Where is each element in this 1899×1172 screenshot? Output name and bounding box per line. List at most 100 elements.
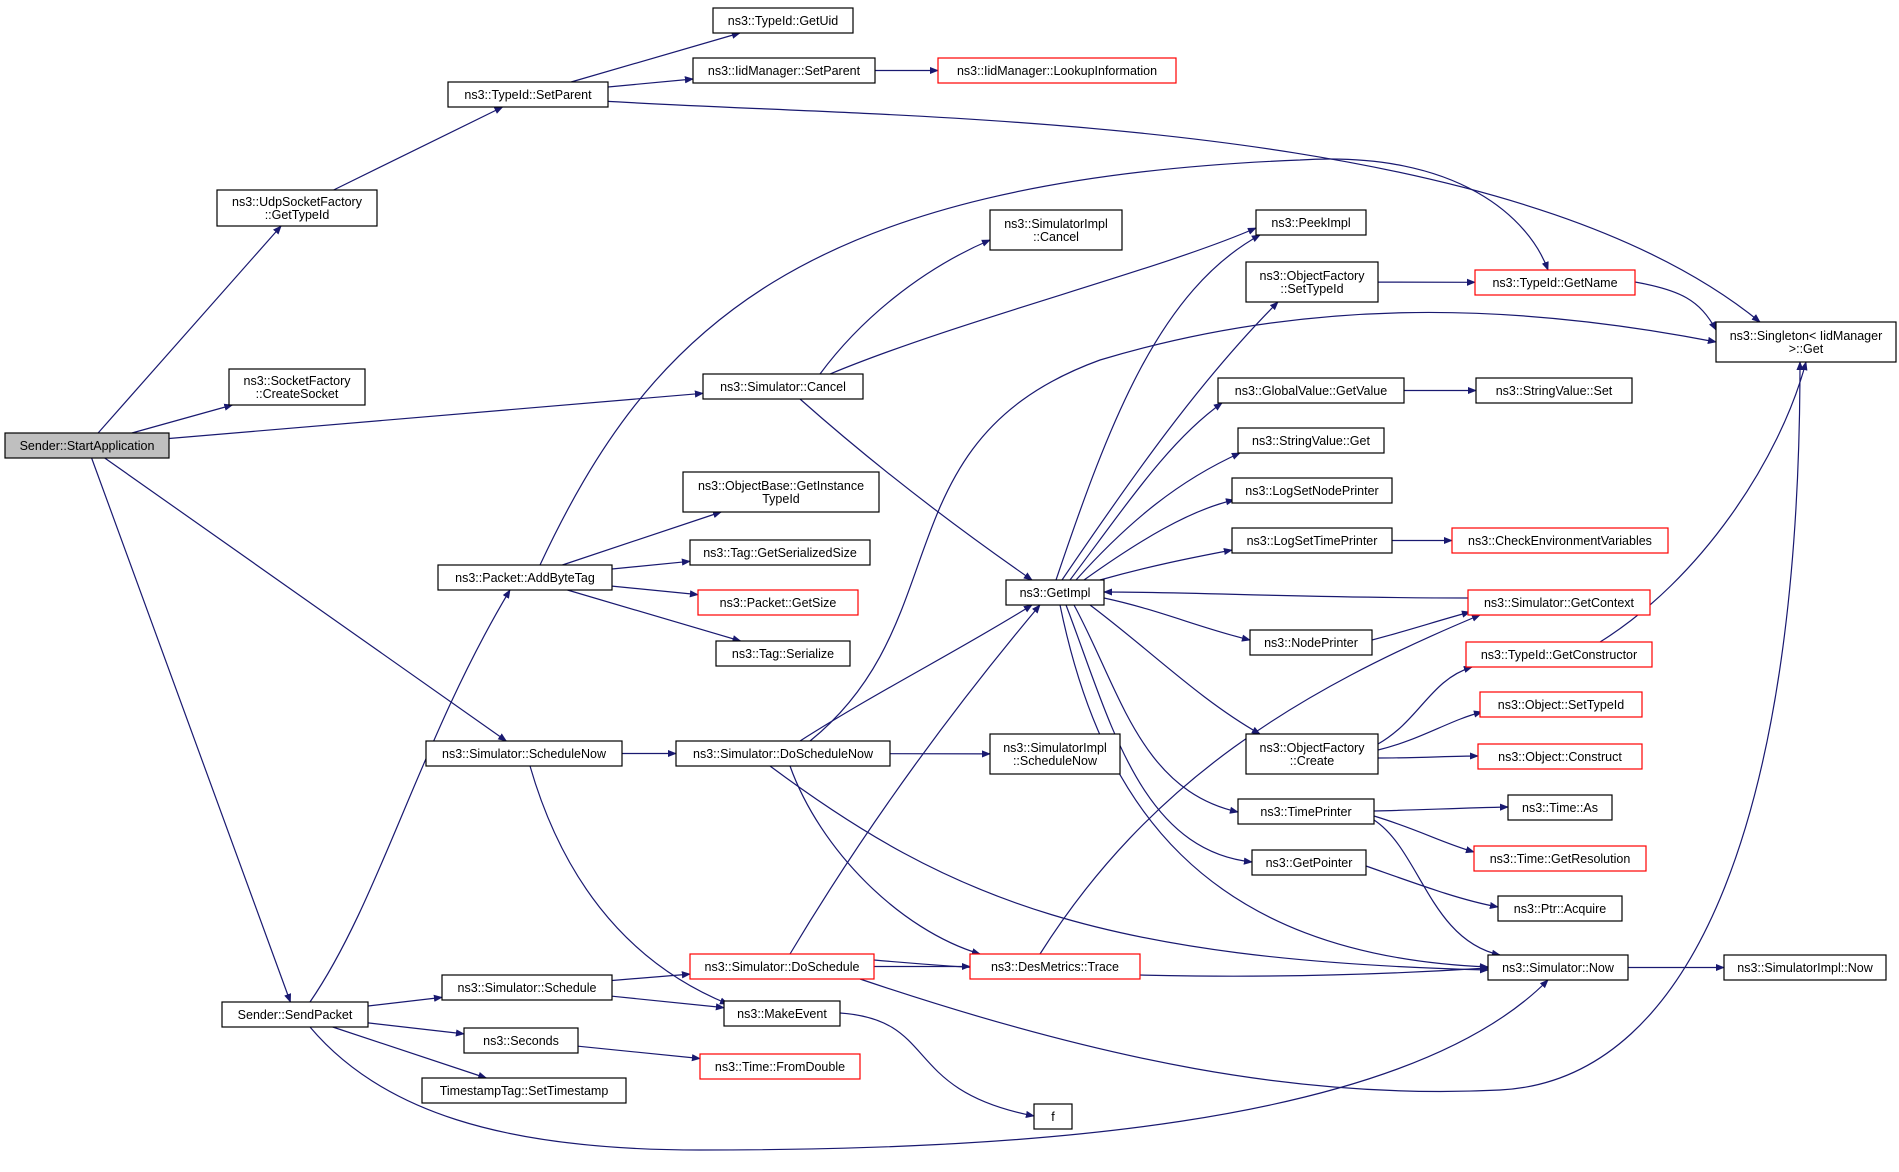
node-dosched[interactable]: ns3::Simulator::DoSchedule <box>689 953 875 980</box>
node-box-getinsttypeid <box>682 471 880 513</box>
node-setparent[interactable]: ns3::TypeId::SetParent <box>447 81 609 108</box>
node-getctor[interactable]: ns3::TypeId::GetConstructor <box>1465 641 1653 668</box>
node-box-start <box>4 432 170 459</box>
edge-setparent-to-singleton <box>602 100 1761 323</box>
node-label-sockf-1: ::CreateSocket <box>256 387 339 401</box>
node-box-taggetser <box>689 539 871 566</box>
node-box-singleton <box>1715 321 1897 363</box>
node-gvgetvalue[interactable]: ns3::GlobalValue::GetValue <box>1217 377 1405 404</box>
node-box-f <box>1033 1103 1073 1130</box>
node-addbytetag[interactable]: ns3::Packet::AddByteTag <box>437 564 613 591</box>
node-label-logsetnode-0: ns3::LogSetNodePrinter <box>1245 484 1378 498</box>
node-ptracquire[interactable]: ns3::Ptr::Acquire <box>1497 895 1623 922</box>
node-timeas[interactable]: ns3::Time::As <box>1507 794 1613 821</box>
node-ofsettypeid[interactable]: ns3::ObjectFactory::SetTypeId <box>1245 261 1379 303</box>
node-box-setparent <box>447 81 609 108</box>
node-label-getinsttypeid-0: ns3::ObjectBase::GetInstance <box>698 479 864 493</box>
node-label-timeas-0: ns3::Time::As <box>1522 801 1598 815</box>
node-box-settimestamp <box>421 1077 627 1104</box>
node-label-makeevent-0: ns3::MakeEvent <box>737 1007 827 1021</box>
node-simschedule[interactable]: ns3::Simulator::Schedule <box>441 974 613 1001</box>
node-timeprinter[interactable]: ns3::TimePrinter <box>1237 798 1375 825</box>
node-makeevent[interactable]: ns3::MakeEvent <box>723 1000 841 1027</box>
node-label-udp-1: ::GetTypeId <box>265 208 330 222</box>
node-logsetnode[interactable]: ns3::LogSetNodePrinter <box>1231 477 1393 504</box>
node-start[interactable]: Sender::StartApplication <box>4 432 170 459</box>
node-lookupinfo[interactable]: ns3::IidManager::LookupInformation <box>937 57 1177 84</box>
node-seconds[interactable]: ns3::Seconds <box>463 1027 579 1054</box>
node-label-peekimpl-0: ns3::PeekImpl <box>1271 216 1350 230</box>
edge-nodeprinter-to-simgetctx <box>1371 610 1471 641</box>
node-box-ptracquire <box>1497 895 1623 922</box>
edge-addbytetag-to-packetgetsize <box>611 585 699 598</box>
node-simnow[interactable]: ns3::Simulator::Now <box>1487 954 1629 981</box>
node-box-logsetnode <box>1231 477 1393 504</box>
node-implcancel[interactable]: ns3::SimulatorImpl::Cancel <box>989 209 1123 251</box>
node-box-timeas <box>1507 794 1613 821</box>
node-settimestamp[interactable]: TimestampTag::SetTimestamp <box>421 1077 627 1104</box>
node-checkenv[interactable]: ns3::CheckEnvironmentVariables <box>1451 527 1669 554</box>
node-schednow[interactable]: ns3::Simulator::ScheduleNow <box>425 740 623 767</box>
node-doschednow[interactable]: ns3::Simulator::DoScheduleNow <box>675 740 891 767</box>
edge-start-to-udp <box>97 225 282 434</box>
node-fromdouble[interactable]: ns3::Time::FromDouble <box>699 1053 861 1080</box>
node-packetgetsize[interactable]: ns3::Packet::GetSize <box>697 589 859 616</box>
node-destrace[interactable]: ns3::DesMetrics::Trace <box>969 953 1141 980</box>
node-label-getpointer-0: ns3::GetPointer <box>1266 856 1353 870</box>
node-box-getimpl <box>1005 579 1105 606</box>
node-box-sendpacket <box>221 1001 369 1028</box>
node-timegetres[interactable]: ns3::Time::GetResolution <box>1473 845 1647 872</box>
node-sockf[interactable]: ns3::SocketFactory::CreateSocket <box>228 368 366 406</box>
node-label-getimpl-0: ns3::GetImpl <box>1020 586 1091 600</box>
node-getpointer[interactable]: ns3::GetPointer <box>1251 849 1367 876</box>
edge-getimpl-to-gvgetvalue <box>1069 402 1223 581</box>
node-svget[interactable]: ns3::StringValue::Get <box>1237 427 1385 454</box>
node-ofcreate[interactable]: ns3::ObjectFactory::Create <box>1245 733 1379 775</box>
edge-makeevent-to-f <box>839 1012 1035 1118</box>
edge-getimpl-to-getpointer <box>1065 604 1253 865</box>
node-box-objconstruct <box>1477 743 1643 770</box>
node-implschednow[interactable]: ns3::SimulatorImpl::ScheduleNow <box>989 733 1121 775</box>
edge-simcancel-to-getimpl <box>799 398 1033 581</box>
node-tagserialize[interactable]: ns3::Tag::Serialize <box>715 640 851 667</box>
node-getimpl[interactable]: ns3::GetImpl <box>1005 579 1105 606</box>
node-label-implschednow-0: ns3::SimulatorImpl <box>1003 741 1107 755</box>
node-taggetser[interactable]: ns3::Tag::GetSerializedSize <box>689 539 871 566</box>
node-getuid[interactable]: ns3::TypeId::GetUid <box>712 7 854 34</box>
node-label-implschednow-1: ::ScheduleNow <box>1013 754 1098 768</box>
edge-addbytetag-to-taggetser <box>611 558 691 570</box>
node-label-nodeprinter-0: ns3::NodePrinter <box>1264 636 1358 650</box>
node-box-implnow <box>1723 954 1887 981</box>
node-box-ofsettypeid <box>1245 261 1379 303</box>
node-box-simgetctx <box>1467 589 1651 616</box>
node-nodeprinter[interactable]: ns3::NodePrinter <box>1249 629 1373 656</box>
node-logsettime[interactable]: ns3::LogSetTimePrinter <box>1231 527 1393 554</box>
node-udp[interactable]: ns3::UdpSocketFactory::GetTypeId <box>216 189 378 227</box>
node-implnow[interactable]: ns3::SimulatorImpl::Now <box>1723 954 1887 981</box>
node-simcancel[interactable]: ns3::Simulator::Cancel <box>702 373 864 400</box>
node-f[interactable]: f <box>1033 1103 1073 1130</box>
node-sendpacket[interactable]: Sender::SendPacket <box>221 1001 369 1028</box>
node-objsettypeid[interactable]: ns3::Object::SetTypeId <box>1479 691 1643 718</box>
node-label-addbytetag-0: ns3::Packet::AddByteTag <box>455 571 595 585</box>
node-singleton[interactable]: ns3::Singleton< IidManager >::Get <box>1715 321 1897 363</box>
node-objconstruct[interactable]: ns3::Object::Construct <box>1477 743 1643 770</box>
node-label-ofcreate-0: ns3::ObjectFactory <box>1260 741 1366 755</box>
node-svset[interactable]: ns3::StringValue::Set <box>1475 377 1633 404</box>
node-box-ofcreate <box>1245 733 1379 775</box>
node-label-checkenv-0: ns3::CheckEnvironmentVariables <box>1468 534 1652 548</box>
node-getname[interactable]: ns3::TypeId::GetName <box>1474 269 1636 296</box>
node-simgetctx[interactable]: ns3::Simulator::GetContext <box>1467 589 1651 616</box>
edge-dosched-to-getimpl <box>789 604 1041 955</box>
node-label-ofcreate-1: ::Create <box>1290 754 1335 768</box>
node-label-iidsetparent-0: ns3::IidManager::SetParent <box>708 64 861 78</box>
node-iidsetparent[interactable]: ns3::IidManager::SetParent <box>692 57 876 84</box>
edge-sendpacket-to-addbytetag <box>309 589 511 1003</box>
node-label-start-0: Sender::StartApplication <box>20 439 155 453</box>
node-peekimpl[interactable]: ns3::PeekImpl <box>1255 209 1367 236</box>
node-box-getname <box>1474 269 1636 296</box>
node-label-timeprinter-0: ns3::TimePrinter <box>1260 805 1351 819</box>
node-label-timegetres-0: ns3::Time::GetResolution <box>1490 852 1631 866</box>
